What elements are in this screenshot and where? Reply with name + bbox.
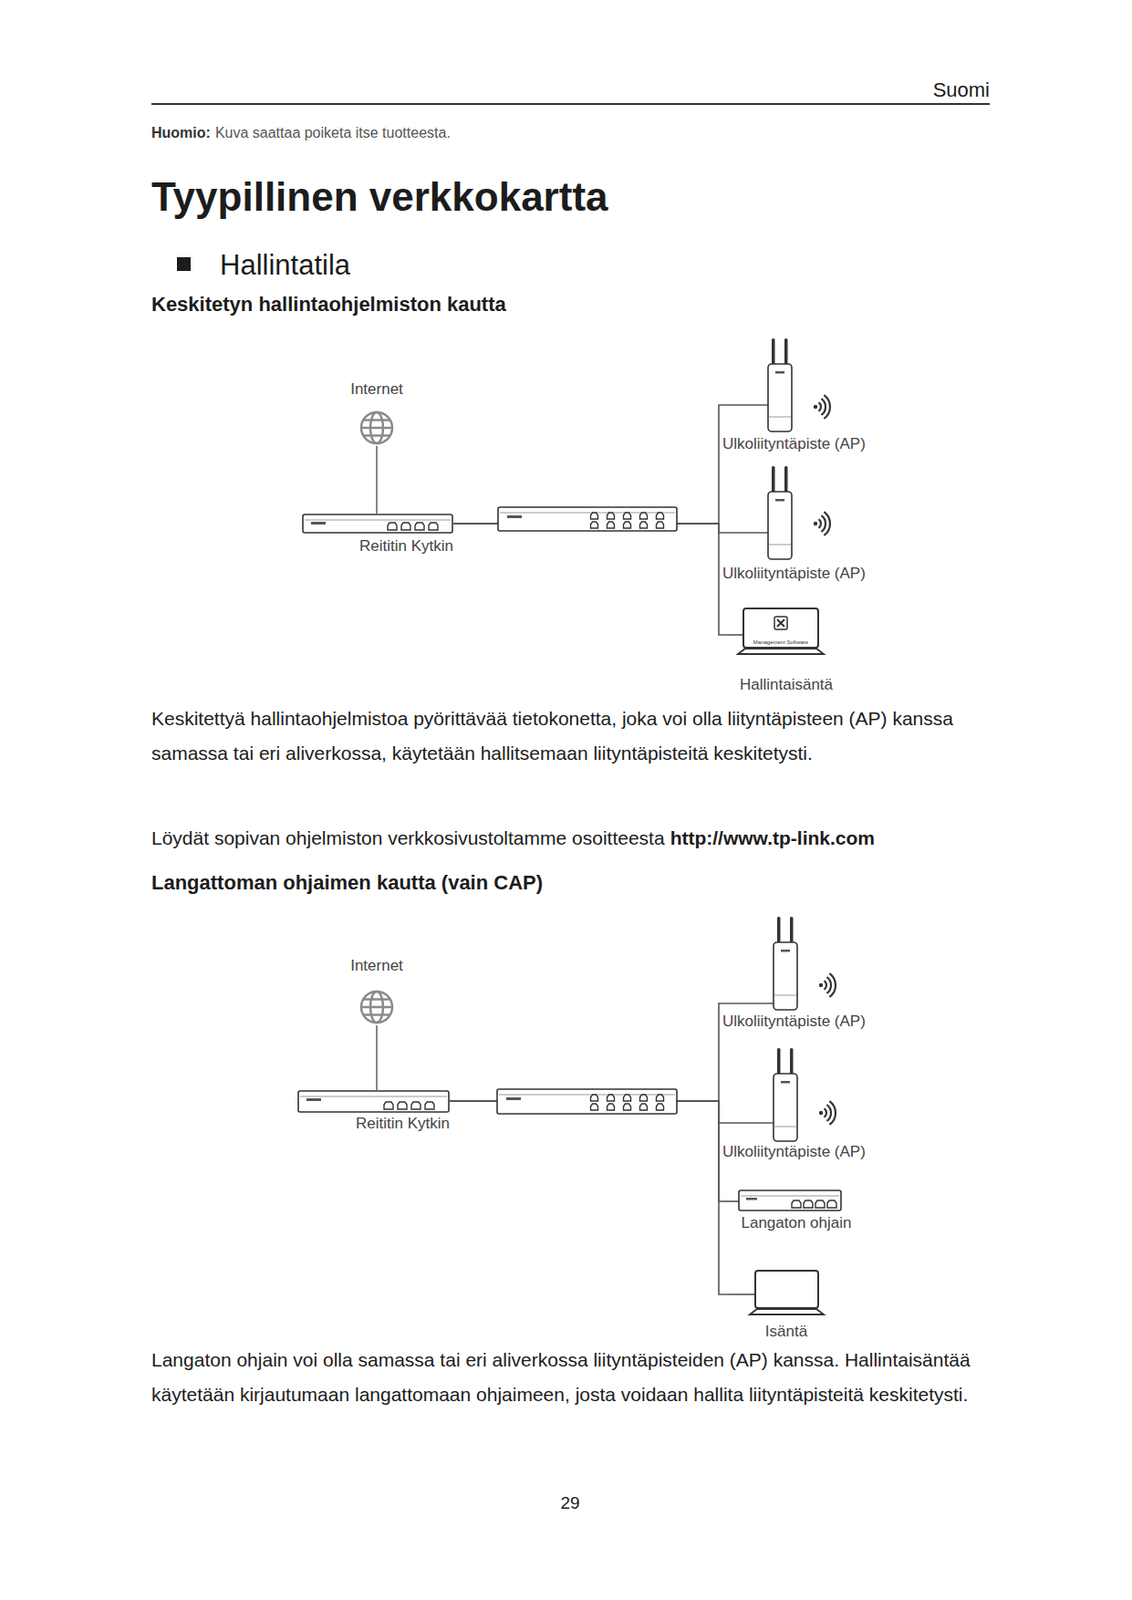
body-text: Löydät sopivan ohjelmiston verkkosivusto… (151, 826, 665, 850)
note-text: Kuva saattaa poiketa itse tuotteesta. (215, 124, 451, 142)
management-host: Management SoftwareHallintaisäntä (729, 605, 849, 697)
page-number: 29 (560, 1493, 580, 1515)
access-point: Ulkoliityntäpiste (AP) (722, 914, 883, 1036)
header-rule (151, 103, 990, 105)
bullet-square (176, 257, 191, 271)
device-label: Ulkoliityntäpiste (AP) (722, 435, 866, 454)
body-paragraph: Keskitettyä hallintaohjelmistoa pyörittä… (151, 701, 1005, 771)
screen-text: Management Software (753, 639, 809, 646)
switch-device (498, 507, 677, 531)
page-title: Tyypillinen verkkokartta (151, 173, 609, 222)
note-heading: Huomio: (151, 124, 211, 142)
network-cable (453, 405, 723, 524)
body-paragraph: Langaton ohjain voi olla samassa tai eri… (151, 1342, 1005, 1413)
device-label: Reititin Kytkin (359, 537, 454, 556)
section-language: Suomi (933, 78, 990, 103)
network-cable (453, 523, 730, 635)
device-label: Internet (350, 380, 404, 399)
device-label: Ulkoliityntäpiste (AP) (722, 1012, 866, 1031)
device-label: Isäntä (765, 1322, 808, 1341)
access-point: Ulkoliityntäpiste (AP) (722, 336, 883, 457)
network-cable (375, 446, 378, 514)
access-point: Ulkoliityntäpiste (AP) (722, 464, 883, 585)
device-label: Internet (350, 956, 404, 976)
subsection-heading: Langattoman ohjaimen kautta (vain CAP) (151, 871, 543, 895)
internet-globe: Internet (340, 955, 414, 1026)
device-label: Ulkoliityntäpiste (AP) (722, 1142, 866, 1162)
switch-device (497, 1089, 677, 1114)
wireless-controller: Langaton ohjain (722, 1188, 851, 1235)
subsection-heading: Keskitetyn hallintaohjelmiston kautta (151, 292, 507, 317)
device-label: Ulkoliityntäpiste (AP) (722, 564, 866, 583)
network-cable (449, 1100, 730, 1295)
internet-globe: Internet (340, 378, 414, 447)
section-heading: Hallintatila (219, 248, 351, 282)
access-point: Ulkoliityntäpiste (AP) (722, 1046, 883, 1167)
host-laptop: Isäntä (729, 1267, 843, 1343)
device-label: Hallintaisäntä (739, 675, 833, 695)
router-device: Reititin Kytkin (297, 1090, 450, 1136)
router-device: Reititin Kytkin (301, 513, 454, 560)
device-label: Reititin Kytkin (355, 1114, 450, 1133)
network-cable (449, 1100, 723, 1202)
network-cable (375, 1025, 378, 1091)
web-link: http://www.tp-link.com (670, 826, 875, 850)
network-cable (449, 1003, 723, 1101)
device-label: Langaton ohjain (740, 1214, 852, 1233)
